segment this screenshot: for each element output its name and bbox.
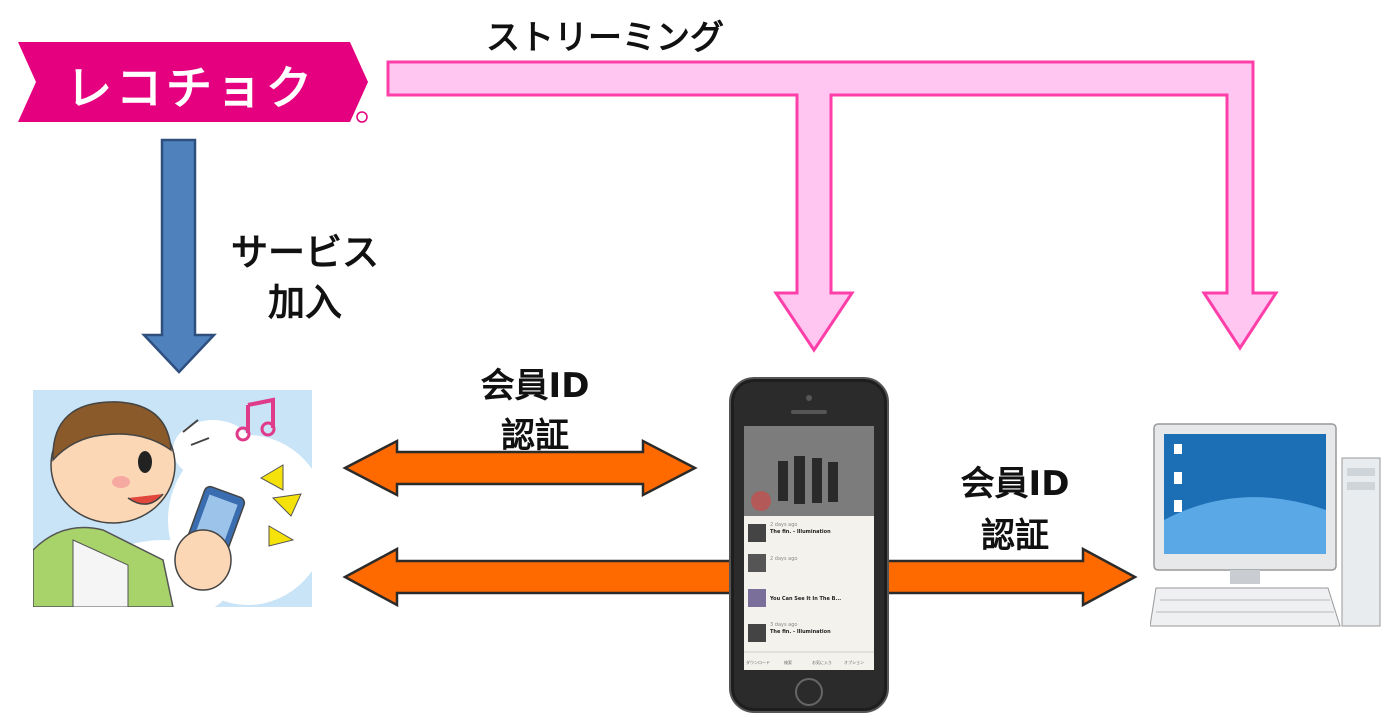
desktop-computer-illustration [1150, 420, 1383, 635]
screen-row-4-meta: 3 days ago [770, 622, 798, 628]
auth-phone-arrow [342, 438, 698, 498]
desktop-computer-icon [1150, 423, 1381, 627]
screen-tab-download[interactable]: ダウンロード [746, 660, 770, 665]
screen-row-2-meta: 2 days ago [770, 556, 798, 562]
recochoku-logo: レコチョク [10, 38, 370, 128]
service-join-label-line2: 加入 [268, 281, 342, 324]
auth-phone-label-line2: 認証 [501, 416, 569, 456]
screen-row-1-meta: 2 days ago [770, 522, 798, 528]
smartphone-icon [729, 377, 889, 713]
auth-pc-label-line1: 会員ID [960, 464, 1070, 504]
smartphone-illustration: 2 days ago The fin. - Illumination 2 day… [728, 376, 890, 716]
streaming-label: ストリーミング [486, 18, 724, 58]
screen-tab-favorites[interactable]: お気に入り [812, 660, 832, 665]
service-join-label-line1: サービス [231, 231, 379, 274]
screen-row-1-title[interactable]: The fin. - Illumination [770, 529, 831, 535]
user-illustration [33, 390, 312, 607]
logo-text: レコチョク [66, 61, 316, 115]
auth-phone-label-line1: 会員ID [480, 366, 590, 406]
service-join-arrow [141, 138, 217, 374]
auth-pc-label-line2: 認証 [981, 516, 1049, 556]
person-listening-phone-icon [33, 397, 312, 607]
screen-row-3-title[interactable]: You Can See It In The B... [770, 596, 842, 602]
screen-tab-options[interactable]: オプション [844, 660, 864, 665]
screen-tab-search[interactable]: 検索 [784, 660, 792, 665]
streaming-arrow [386, 60, 1279, 353]
screen-row-4-title[interactable]: The fin. - Illumination [770, 629, 831, 635]
